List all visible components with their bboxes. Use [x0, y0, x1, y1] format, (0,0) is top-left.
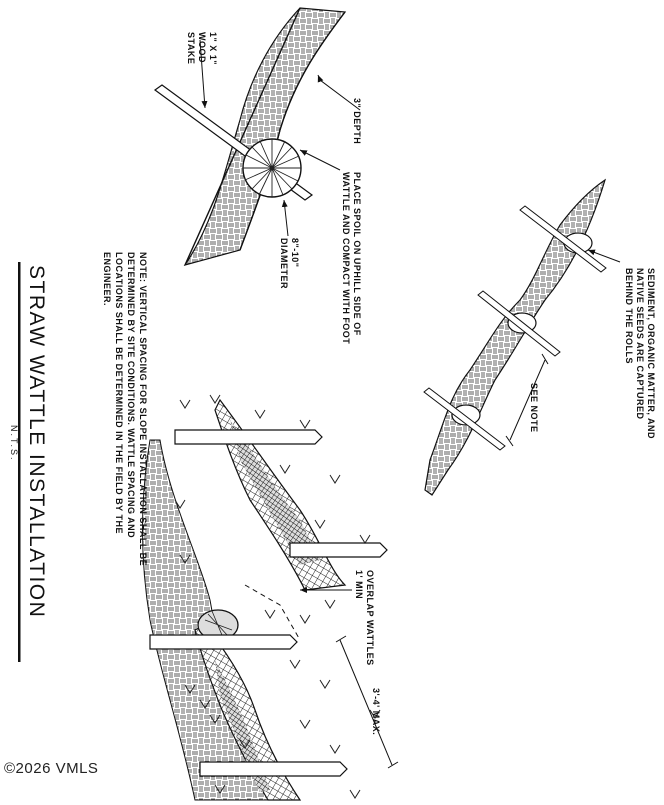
drawing-title: STRAW WATTLE INSTALLATION [25, 265, 48, 619]
soil-slope-profile [424, 178, 607, 496]
trench-detail [153, 7, 361, 267]
scale-note: N.T.S. [9, 425, 19, 462]
wattle-cross-section [242, 138, 302, 198]
stake-label: 1" X 1" WOOD STAKE [186, 32, 218, 66]
watermark: ©2026 VMLS [4, 760, 99, 777]
plan-view-detail [142, 394, 399, 801]
plan-stakes [149, 429, 388, 777]
see-note-label: SEE NOTE [529, 383, 539, 433]
vegetation-marks [174, 394, 381, 799]
diameter-label: 8"-10" DIAMETER [279, 238, 300, 289]
spoil-label: PLACE SPOIL ON UPHILL SIDE OF WATTLE AND… [341, 172, 362, 345]
vertical-spacing-note: NOTE: VERTICAL SPACING FOR SLOPE INSTALL… [102, 252, 148, 567]
spacing-label: 3'-4' MAX. [371, 688, 381, 736]
overlap-label: OVERLAP WATTLES 1' MIN [354, 570, 375, 666]
sediment-label: SEDIMENT, ORGANIC MATTER, AND NATIVE SEE… [624, 268, 656, 439]
title-underline [18, 262, 21, 662]
lower-wattle [194, 624, 302, 801]
slope-profile-detail [423, 178, 621, 496]
depth-label: 3" DEPTH [352, 98, 362, 145]
